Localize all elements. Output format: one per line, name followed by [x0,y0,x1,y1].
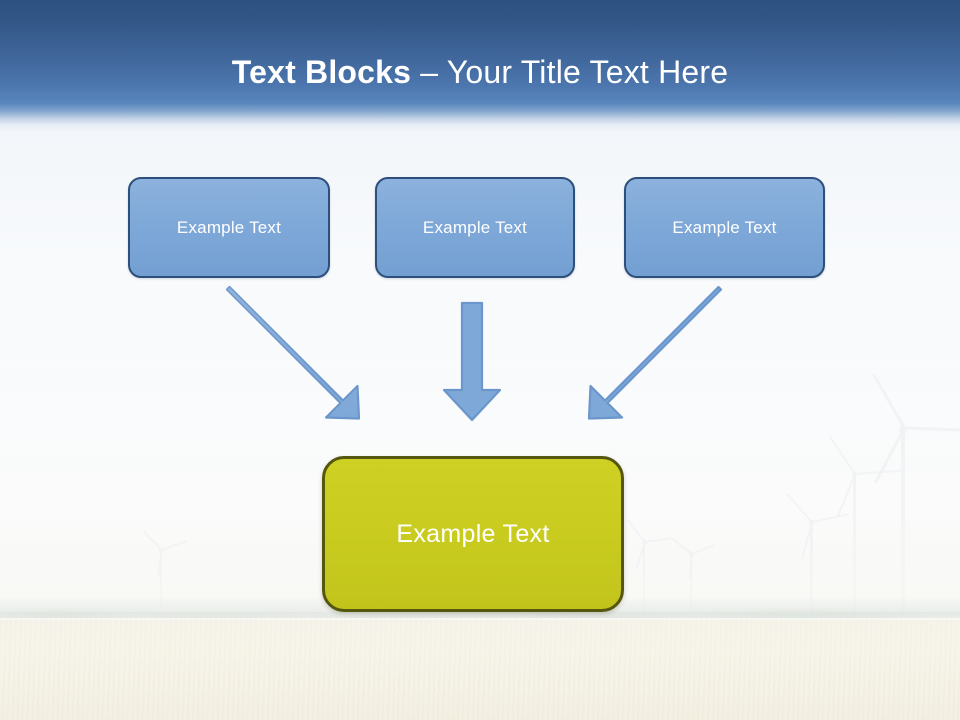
text-block-3-label: Example Text [672,217,777,237]
text-block-2[interactable]: Example Text [375,177,575,278]
page-title-bold: Text Blocks [231,54,412,90]
page-title-separator: – [411,54,447,90]
result-block[interactable]: Example Text [322,456,624,612]
text-block-2-label: Example Text [422,217,528,237]
text-block-3[interactable]: Example Text [624,177,825,278]
page-title-light: Your Title Text Here [446,54,729,90]
text-block-1-label: Example Text [176,217,282,237]
result-block-label: Example Text [396,519,550,548]
title-band: Text Blocks – Your Title Text Here [0,0,960,132]
page-title: Text Blocks – Your Title Text Here [0,52,960,92]
text-block-1[interactable]: Example Text [128,177,330,278]
